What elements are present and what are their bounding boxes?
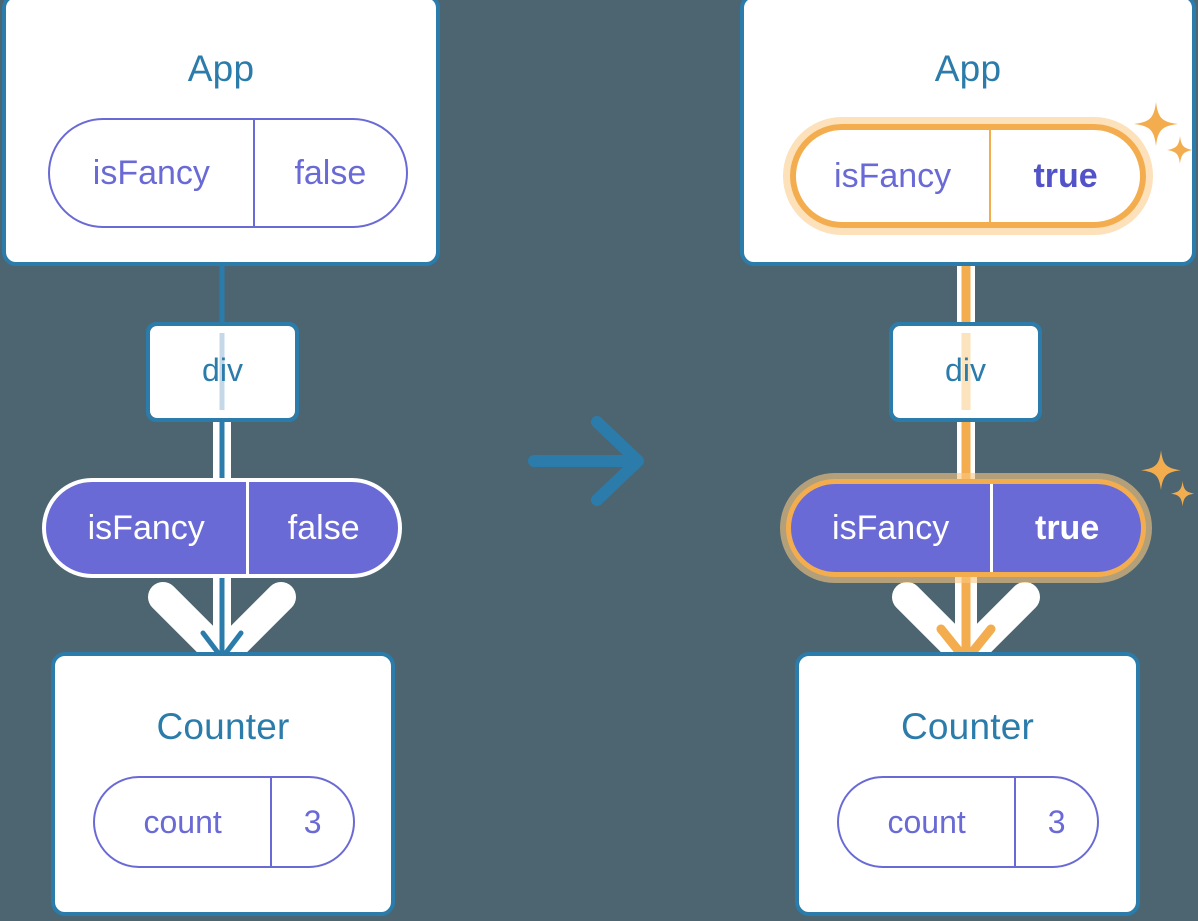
state-pill-value: 3	[1014, 778, 1097, 866]
state-pill-value: false	[252, 120, 406, 226]
app-box-before[interactable]: App isFancy false	[2, 0, 440, 266]
prop-pill-value: true	[990, 484, 1141, 572]
app-box-title: App	[934, 48, 1002, 89]
state-pill-name: count	[143, 803, 222, 840]
app-box-title: App	[187, 48, 255, 89]
div-box-label-before: div	[202, 352, 243, 388]
div-box-before[interactable]	[146, 322, 299, 422]
state-pill-value: true	[989, 130, 1140, 222]
div-box-after[interactable]	[889, 322, 1042, 422]
arrow-right-icon	[528, 416, 644, 506]
prop-pill-isfancy-before[interactable]: isFancy false	[42, 478, 402, 578]
state-pill-count-before[interactable]: count 3	[93, 776, 355, 868]
prop-pill-name: isFancy	[87, 508, 205, 547]
state-pill-name: isFancy	[92, 153, 210, 192]
state-pill-name: count	[887, 803, 966, 840]
state-pill-count-after[interactable]: count 3	[837, 776, 1099, 868]
state-pill-value: 3	[270, 778, 353, 866]
prop-pill-value: false	[246, 482, 398, 574]
prop-pill-isfancy-after[interactable]: isFancy true	[786, 479, 1146, 577]
state-pill-name: isFancy	[834, 156, 952, 195]
state-pill-isfancy-after[interactable]: isFancy true	[790, 124, 1146, 228]
prop-pill-name: isFancy	[832, 508, 950, 547]
counter-box-before[interactable]: Counter count 3	[51, 652, 395, 916]
counter-box-after[interactable]: Counter count 3	[795, 652, 1140, 916]
counter-box-title: Counter	[900, 706, 1035, 747]
div-box-label-after: div	[945, 352, 986, 388]
counter-box-title: Counter	[156, 706, 290, 747]
state-pill-isfancy-before[interactable]: isFancy false	[48, 118, 408, 228]
